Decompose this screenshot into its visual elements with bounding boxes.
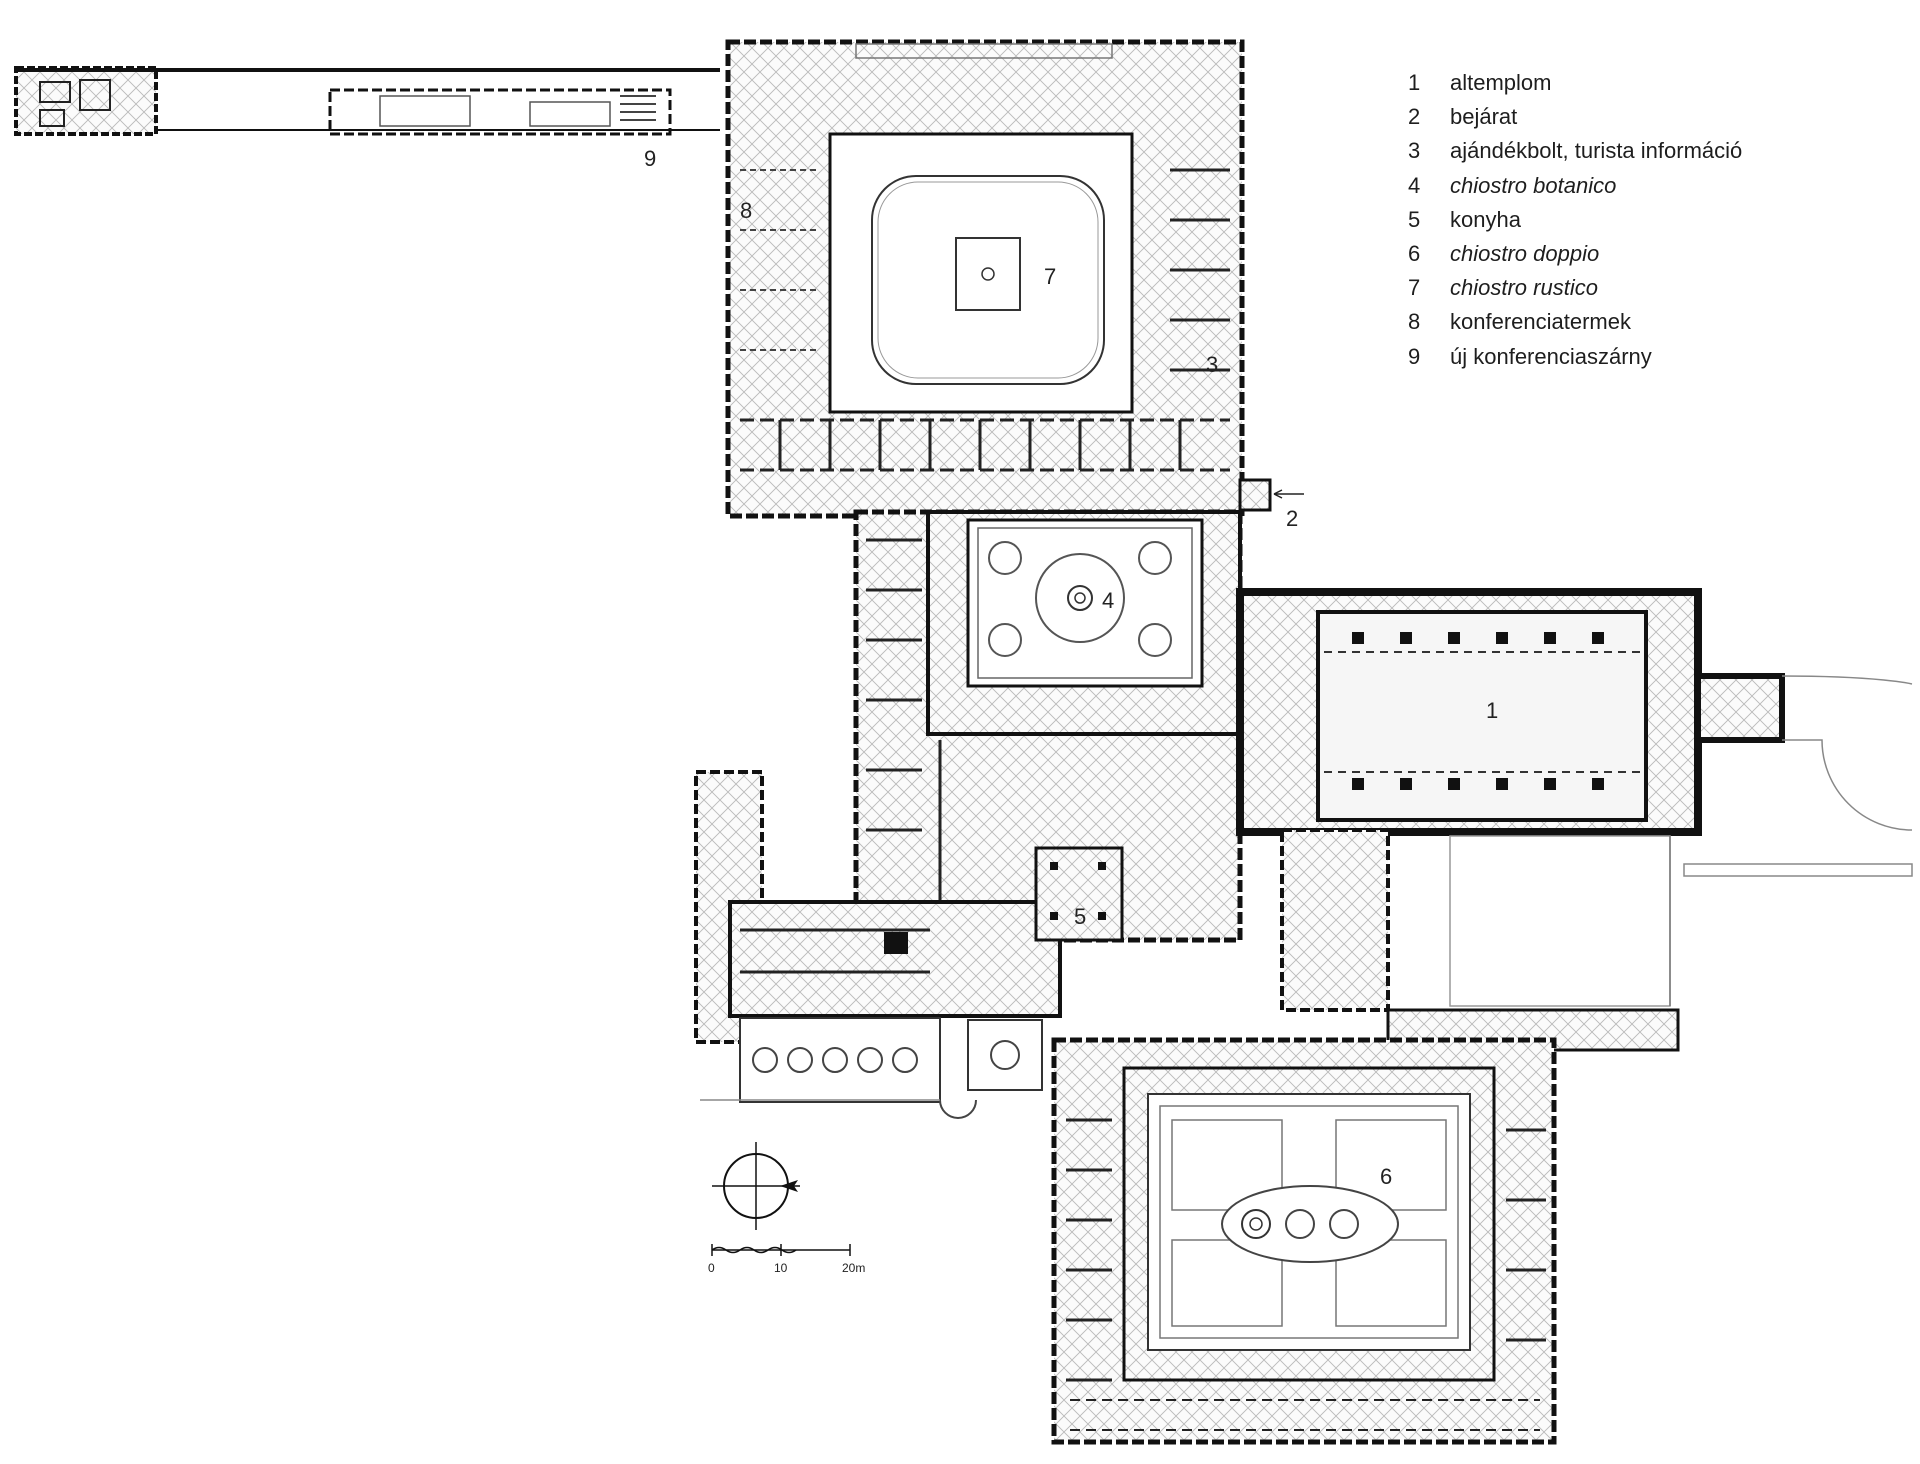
legend-number: 2 <box>1408 104 1421 130</box>
southwest-wings <box>694 770 1062 1119</box>
scale-bar: 0 10 20m <box>708 1244 865 1275</box>
legend-item: 1 altemplom <box>1408 70 1742 104</box>
legend-item: 6 chiostro doppio <box>1408 241 1742 275</box>
plan-label-kitchen: 5 <box>1074 904 1086 929</box>
legend-number: 6 <box>1408 240 1421 266</box>
kitchen <box>1034 846 1124 942</box>
rustic-cloister-block <box>725 39 1245 519</box>
legend-item: 8 konferenciatermek <box>1408 309 1742 343</box>
legend-text: chiostro doppio <box>1450 240 1600 266</box>
legend-item: 9 új konferenciaszárny <box>1408 344 1742 378</box>
entrance-arrow <box>1238 478 1304 512</box>
legend-item: 2 bejárat <box>1408 104 1742 138</box>
legend-item: 5 konyha <box>1408 207 1742 241</box>
legend-item: 4 chiostro botanico <box>1408 173 1742 207</box>
crypt-church <box>1236 588 1913 836</box>
legend: 1 altemplom 2 bejárat 3 ajándékbolt, turist… <box>1408 70 1742 378</box>
legend-text: chiostro botanico <box>1450 172 1617 198</box>
legend-number: 8 <box>1408 309 1421 335</box>
legend-text: ajándékbolt, turista információ <box>1450 138 1743 164</box>
scale-label-20: 20m <box>842 1261 865 1275</box>
double-cloister <box>1051 1037 1557 1445</box>
legend-text: konyha <box>1450 206 1521 232</box>
plan-label-new-wing: 9 <box>644 146 656 171</box>
legend-number: 4 <box>1408 172 1421 198</box>
legend-number: 5 <box>1408 206 1421 232</box>
legend-text: chiostro rustico <box>1450 275 1598 301</box>
legend-text: altemplom <box>1450 70 1552 95</box>
plan-label-conference-rooms: 8 <box>740 198 752 223</box>
legend-item: 3 ajándékbolt, turista információ <box>1408 138 1742 172</box>
legend-text: új konferenciaszárny <box>1450 343 1652 369</box>
legend-text: konferenciatermek <box>1450 309 1631 335</box>
plan-label-botanical-cloister: 4 <box>1102 588 1114 613</box>
scale-label-10: 10 <box>774 1261 788 1275</box>
plan-label-gift-shop: 3 <box>1206 352 1218 377</box>
legend-number: 9 <box>1408 343 1421 369</box>
legend-number: 7 <box>1408 275 1421 301</box>
plan-label-entrance: 2 <box>1286 506 1298 531</box>
central-court <box>1280 828 1913 1052</box>
legend-number: 3 <box>1408 138 1421 164</box>
new-conference-wing <box>14 66 720 136</box>
plan-label-double-cloister: 6 <box>1380 1164 1392 1189</box>
legend-item: 7 chiostro rustico <box>1408 275 1742 309</box>
legend-number: 1 <box>1408 70 1421 95</box>
plan-label-rustic-cloister: 7 <box>1044 264 1056 289</box>
compass-icon <box>712 1142 800 1230</box>
scale-label-0: 0 <box>708 1261 715 1275</box>
legend-text: bejárat <box>1450 104 1518 130</box>
plan-label-crypt: 1 <box>1486 698 1498 723</box>
